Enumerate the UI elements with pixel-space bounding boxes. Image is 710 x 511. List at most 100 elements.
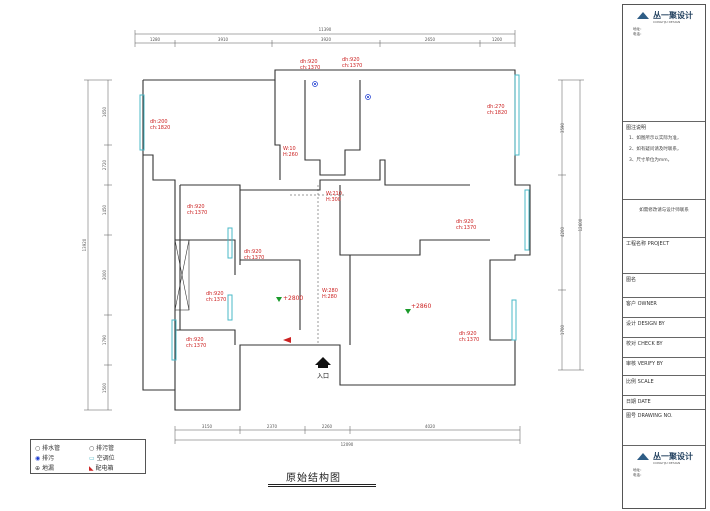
dim-bottom-2: 2370 <box>267 424 278 429</box>
dim-top-4: 2650 <box>425 37 436 42</box>
bottom-dimension-lines <box>174 426 521 444</box>
legend-distribution-box: ◣ 配电箱 <box>89 465 114 472</box>
field-design: 设计 DESIGN BY <box>623 317 705 338</box>
company-logo-bottom-section: 丛一聚设计 CONGYIJU DESIGN 地址： 电话： <box>623 445 705 509</box>
dim-left-2: 2720 <box>102 159 107 170</box>
pipe-shaft <box>174 239 190 311</box>
legend-floor-drain: ⊕ 地漏 <box>35 465 54 472</box>
label-r7-2: ch:1370 <box>187 210 207 216</box>
company-name-en: CONGYIJU DESIGN <box>653 20 681 24</box>
company-name: 丛一聚设计 <box>653 11 693 20</box>
distribution-box-icon <box>283 337 291 343</box>
page-title: 原始结构图 <box>286 473 341 484</box>
dim-bottom-total: 12090 <box>341 442 354 447</box>
label-r5-1: W:10 <box>283 146 296 152</box>
disclaimer: 如需修改请与设计师联系 <box>639 208 689 213</box>
dim-top-5: 1200 <box>492 37 503 42</box>
dim-left-total: 13920 <box>82 238 87 251</box>
dim-top-1: 1280 <box>150 37 161 42</box>
dim-left-4: 3000 <box>102 269 107 280</box>
dim-top-3: 3920 <box>321 37 332 42</box>
dim-left-6: 1500 <box>102 382 107 393</box>
label-r2-1: dh:920 <box>342 57 360 63</box>
label-r3-1: dh:200 <box>150 119 168 125</box>
field-check: 校对 CHECK BY <box>623 337 705 358</box>
disclaimer-section: 如需修改请与设计师联系 <box>623 199 705 238</box>
drain-markers <box>312 81 371 100</box>
label-r3-2: ch:1820 <box>150 125 170 131</box>
label-r11-2: H:280 <box>322 294 337 300</box>
right-dimension-lines <box>558 79 584 371</box>
label-r4-2: ch:1820 <box>487 110 507 116</box>
windows <box>139 74 530 361</box>
logo-mark-icon-2 <box>637 453 649 460</box>
field-verify: 审核 VERIFY BY <box>623 357 705 376</box>
label-r6-1: W:210 <box>326 191 342 197</box>
legend-drain-pipe: ○ 排水管 <box>35 445 61 452</box>
field-scale: 比例 SCALE <box>623 375 705 396</box>
label-r9-1: dh:920 <box>244 249 262 255</box>
legend-ac: ▭ 空调位 <box>89 455 115 462</box>
notes-header: 图注说明 <box>626 125 647 131</box>
label-r8-2: ch:1370 <box>456 225 476 231</box>
label-r8-1: dh:920 <box>456 219 474 225</box>
elevation-1: +2800 <box>283 295 303 302</box>
top-dimension-lines <box>134 30 516 47</box>
label-r1-2: ch:1370 <box>300 65 320 71</box>
field-drawing-name: 图名 <box>623 273 705 298</box>
label-r4-1: dh:270 <box>487 104 505 110</box>
company-logo-bottom: 丛一聚设计 CONGYIJU DESIGN 地址： 电话： <box>629 450 699 490</box>
label-r5-2: H:260 <box>283 152 298 158</box>
field-owner: 客户 OWNER <box>623 297 705 318</box>
label-r10-1: dh:920 <box>206 291 224 297</box>
note-3: 3、尺寸单位为mm， <box>629 158 673 163</box>
legend-sewage-pipe: ○ 排污管 <box>89 445 115 452</box>
dashed-lines <box>290 185 345 345</box>
dim-left-5: 1790 <box>102 334 107 345</box>
company-contact-2: 地址： 电话： <box>633 468 644 477</box>
label-r12-2: ch:1370 <box>186 343 206 349</box>
entrance-label: 入口 <box>317 373 329 380</box>
field-project: 工程名称 PROJECT <box>623 237 705 274</box>
dim-right-2: 4200 <box>560 226 565 237</box>
entrance-arrow-icon <box>315 357 331 368</box>
dim-bottom-3: 2260 <box>322 424 333 429</box>
dim-left-3: 1450 <box>102 204 107 215</box>
label-r12-1: dh:920 <box>186 337 204 343</box>
room-labels: dh:920 ch:1370 dh:920 ch:1370 dh:200 ch:… <box>150 57 507 349</box>
elevation-markers: +2800 +2860 <box>276 295 431 314</box>
notes-section: 图注说明 1、如图所示以实际为准， 2、如有疑问请及时联系， 3、尺寸单位为mm… <box>623 121 705 200</box>
company-name-2: 丛一聚设计 <box>653 452 693 461</box>
label-r6-2: H:300 <box>326 197 341 203</box>
label-r11-1: W:280 <box>322 288 338 294</box>
dim-top-2: 3910 <box>218 37 229 42</box>
dim-right-3: 1700 <box>560 324 565 335</box>
company-name-en-2: CONGYIJU DESIGN <box>653 461 681 465</box>
legend-sewage: ◉ 排污 <box>35 455 55 462</box>
dim-top-total: 11390 <box>319 27 332 32</box>
title-underline-2 <box>268 486 376 487</box>
elevation-2: +2860 <box>411 303 431 310</box>
floor-plan: 11390 1280 3910 3920 2650 1200 3150 2370… <box>82 27 584 447</box>
label-r1-1: dh:920 <box>300 59 318 65</box>
note-1: 1、如图所示以实际为准， <box>629 136 682 141</box>
title-block: 丛一聚设计 CONGYIJU DESIGN 地址： 电话： 图注说明 1、如图所… <box>622 4 706 509</box>
left-dimension-lines <box>84 79 112 411</box>
dim-right-total: 12600 <box>578 218 583 231</box>
label-r9-2: ch:1370 <box>244 255 264 261</box>
company-logo-top: 丛一聚设计 CONGYIJU DESIGN 地址： 电话： <box>629 9 699 49</box>
note-2: 2、如有疑问请及时联系， <box>629 147 682 152</box>
walls <box>142 69 531 411</box>
field-date: 日期 DATE <box>623 395 705 410</box>
dim-bottom-4: 4020 <box>425 424 436 429</box>
label-r7-1: dh:920 <box>187 204 205 210</box>
company-contact: 地址： 电话： <box>633 27 644 36</box>
label-r13-2: ch:1370 <box>459 337 479 343</box>
logo-mark-icon <box>637 12 649 19</box>
label-r10-2: ch:1370 <box>206 297 226 303</box>
dim-left-1: 1650 <box>102 106 107 117</box>
dim-right-1: 3590 <box>560 122 565 133</box>
label-r2-2: ch:1370 <box>342 63 362 69</box>
dim-bottom-1: 3150 <box>202 424 213 429</box>
legend: ○ 排水管 ○ 排污管 ◉ 排污 ▭ 空调位 ⊕ 地漏 ◣ 配电箱 <box>30 439 146 474</box>
